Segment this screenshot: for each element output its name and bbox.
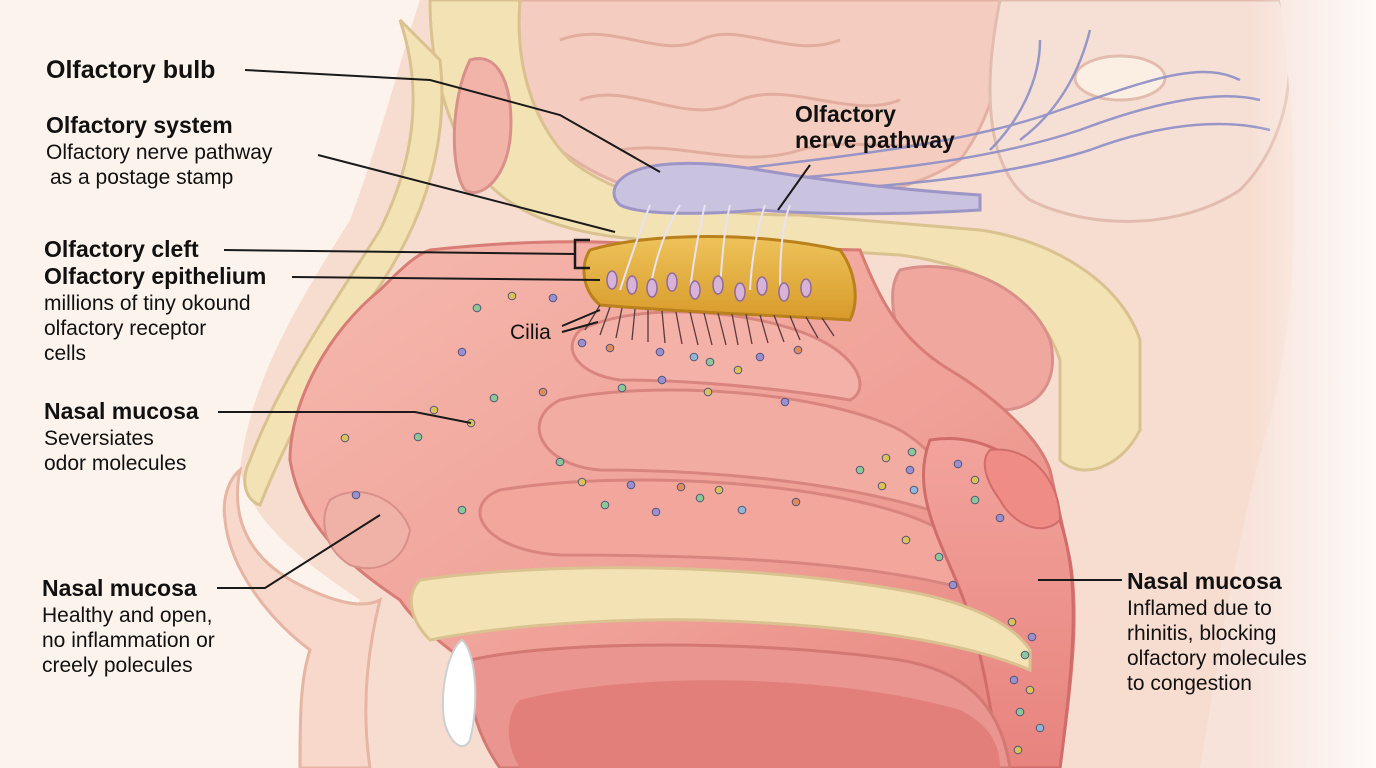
leader-cilia-1	[561, 309, 601, 327]
label-olfactory-epithelium-line1: millions of tiny okound	[44, 291, 251, 315]
label-nasal-mucosa-upper-line2: odor molecules	[44, 451, 187, 475]
label-olfactory-bulb-title: Olfactory bulb	[46, 56, 216, 84]
pituitary	[1073, 54, 1167, 102]
label-olfactory-epithelium-line2: olfactory receptor	[44, 316, 207, 340]
label-nasal-mucosa-upper-title: Nasal mucosa	[44, 398, 199, 424]
label-olfactory-system-line1: Olfactory nerve pathway	[46, 140, 273, 164]
label-olfactory-cleft: Olfactory cleft	[44, 236, 199, 264]
nasal-bone	[243, 18, 444, 507]
label-nasal-mucosa-upper: Nasal mucosa Seversiates odor molecules	[44, 398, 199, 476]
external-nose	[222, 466, 383, 768]
label-nerve-pathway-line1: Olfactory	[795, 101, 896, 127]
label-nasal-mucosa-inflamed: Nasal mucosa Inflamed due to rhinitis, b…	[1127, 568, 1307, 696]
frontal-sinus	[452, 57, 513, 194]
label-olfactory-epithelium-title: Olfactory epithelium	[44, 263, 267, 289]
label-cilia-title: Cilia	[510, 321, 551, 344]
label-olfactory-system-title: Olfactory system	[46, 112, 233, 138]
leader-olfactory-epithelium	[291, 276, 601, 281]
hard-palate	[409, 566, 1032, 673]
label-nasal-mucosa-healthy-title: Nasal mucosa	[42, 575, 197, 601]
leader-lines	[217, 69, 1122, 589]
leader-nasal-mucosa-healthy	[217, 514, 381, 589]
label-nasal-mucosa-healthy-line1: Healthy and open,	[42, 603, 213, 627]
olfactory-bulb	[612, 161, 982, 216]
label-nasal-mucosa-healthy-line3: creely polecules	[42, 653, 193, 677]
nostril	[323, 490, 412, 570]
label-olfactory-cleft-title: Olfactory cleft	[44, 236, 199, 262]
label-nerve-pathway-line2: nerve pathway	[795, 126, 955, 153]
label-nasal-mucosa-healthy: Nasal mucosa Healthy and open, no inflam…	[42, 575, 215, 678]
label-olfactory-epithelium: Olfactory epithelium millions of tiny ok…	[44, 263, 266, 366]
leader-olfactory-system	[317, 154, 616, 233]
label-nasal-mucosa-inflamed-line4: to congestion	[1127, 672, 1252, 696]
brain-fold-1	[559, 32, 841, 48]
leader-olfactory-bulb	[244, 69, 661, 173]
leader-nasal-mucosa-upper	[218, 411, 472, 424]
leader-cilia-2	[561, 321, 599, 333]
label-olfactory-bulb: Olfactory bulb	[46, 55, 215, 85]
label-olfactory-system: Olfactory system Olfactory nerve pathway…	[46, 112, 272, 190]
tongue	[508, 680, 1000, 768]
right-fade	[1250, 0, 1376, 768]
label-cilia: Cilia	[510, 320, 551, 345]
label-nasal-mucosa-inflamed-title: Nasal mucosa	[1127, 568, 1282, 594]
label-nasal-mucosa-healthy-line2: no inflammation or	[42, 628, 215, 652]
brain-fold-3	[619, 138, 941, 159]
leader-olfactory-cleft	[223, 249, 576, 255]
cilia	[584, 304, 835, 346]
front-tooth	[441, 638, 477, 748]
odor-molecules	[340, 291, 1045, 755]
label-olfactory-epithelium-line3: cells	[44, 341, 87, 365]
label-nasal-mucosa-upper-line1: Seversiates	[44, 426, 154, 450]
brain-fold-2	[579, 92, 901, 112]
inflamed-swelling	[983, 448, 1062, 530]
label-nerve-pathway: Olfactory nerve pathway	[795, 101, 955, 154]
label-nasal-mucosa-inflamed-line3: olfactory molecules	[1127, 646, 1307, 670]
label-nasal-mucosa-inflamed-line1: Inflamed due to	[1127, 596, 1272, 620]
label-nasal-mucosa-inflamed-line2: rhinitis, blocking	[1127, 621, 1277, 645]
leader-nerve-pathway	[777, 164, 811, 211]
label-olfactory-system-line2: as a postage stamp	[50, 165, 234, 189]
receptor-cells	[606, 270, 812, 302]
